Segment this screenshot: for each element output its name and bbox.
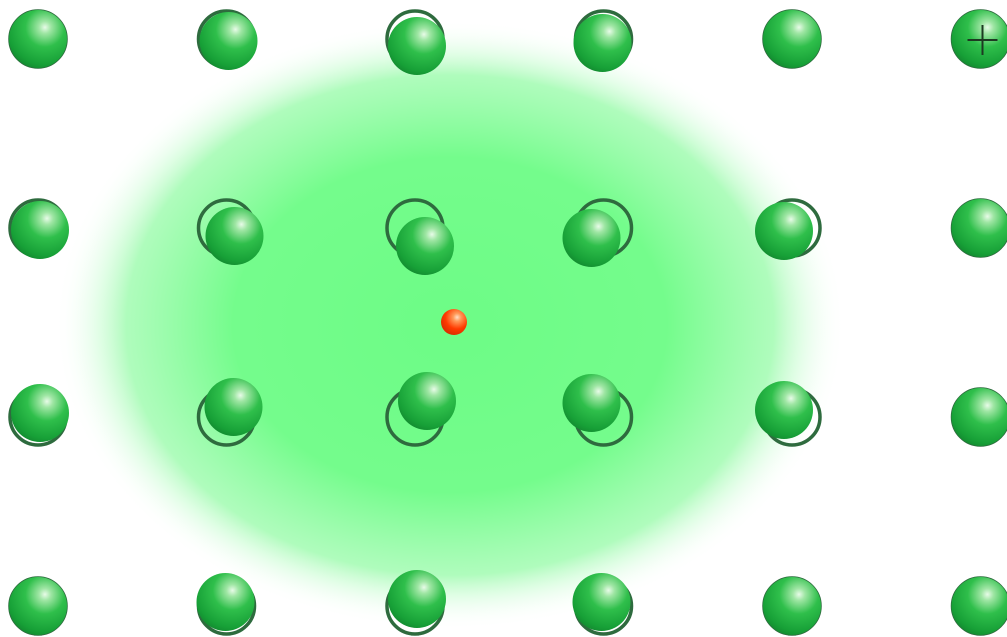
lattice-ion <box>9 10 67 68</box>
ion-sphere <box>952 388 1007 446</box>
lattice-ion <box>388 17 446 75</box>
lattice-ion <box>11 201 69 259</box>
ion-sphere <box>952 199 1007 257</box>
ion-sphere <box>755 381 813 439</box>
lattice-ion <box>563 374 621 432</box>
lattice-ion <box>573 573 631 631</box>
ion-sphere <box>9 577 67 635</box>
lattice-ion <box>574 14 632 72</box>
ion-sphere <box>205 378 263 436</box>
lattice-ion <box>952 577 1007 635</box>
lattice-ion <box>398 372 456 430</box>
lattice-ion <box>11 384 69 442</box>
lattice-ion <box>200 12 258 70</box>
ion-sphere <box>388 570 446 628</box>
lattice-ion <box>952 199 1007 257</box>
ion-sphere <box>200 12 258 70</box>
ion-sphere <box>755 202 813 260</box>
ion-sphere <box>11 384 69 442</box>
ion-sphere <box>9 10 67 68</box>
ion-sphere <box>206 207 264 265</box>
lattice-ion <box>952 388 1007 446</box>
ion-sphere <box>398 372 456 430</box>
ion-sphere <box>952 577 1007 635</box>
lattice-ion <box>755 381 813 439</box>
lattice-ion <box>755 202 813 260</box>
ion-sphere <box>573 573 631 631</box>
ion-sphere <box>574 14 632 72</box>
electron <box>441 309 467 335</box>
ion-sphere <box>563 209 621 267</box>
electron-sphere <box>441 309 467 335</box>
lattice-ion <box>388 570 446 628</box>
lattice-ion <box>206 207 264 265</box>
ion-sphere <box>388 17 446 75</box>
lattice-ion <box>763 10 821 68</box>
ion-sphere <box>563 374 621 432</box>
ion-sphere <box>11 201 69 259</box>
lattice-ion <box>952 10 1007 68</box>
ion-sphere <box>763 10 821 68</box>
lattice-ion <box>763 577 821 635</box>
lattice-ion <box>197 573 255 631</box>
ion-sphere <box>763 577 821 635</box>
lattice-ion <box>563 209 621 267</box>
lattice-ion <box>9 577 67 635</box>
ion-sphere <box>396 217 454 275</box>
ion-sphere <box>197 573 255 631</box>
lattice-ion <box>205 378 263 436</box>
lattice-ion <box>396 217 454 275</box>
